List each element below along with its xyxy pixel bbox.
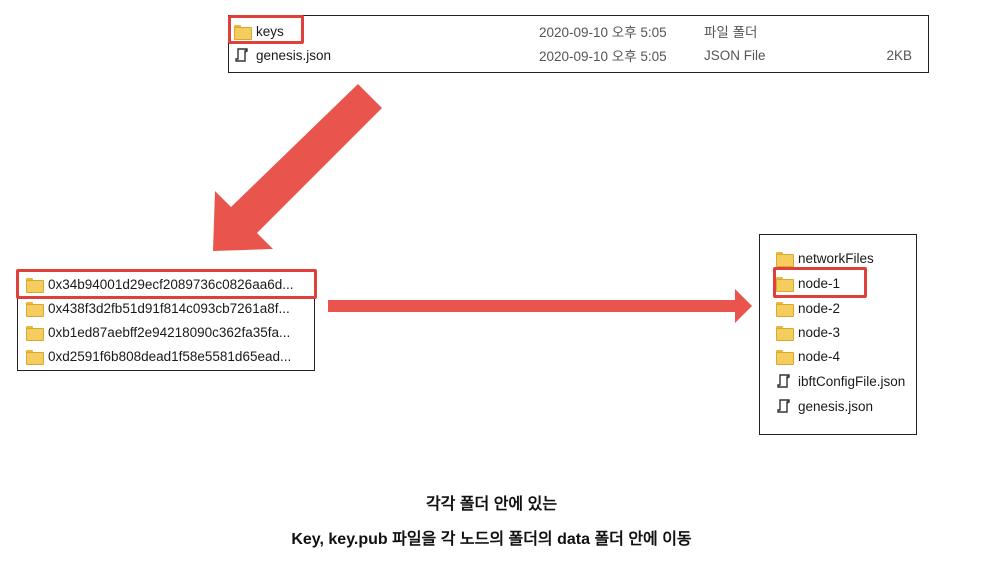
folder-row-key-4[interactable]: 0xd2591f6b808dead1f58e5581d65ead... bbox=[26, 345, 291, 367]
folder-icon bbox=[26, 349, 44, 365]
folder-name: node-1 bbox=[798, 275, 841, 291]
file-list-right: networkFiles node-1 node-2 node-3 node-4… bbox=[759, 234, 917, 435]
folder-icon bbox=[776, 349, 794, 365]
file-type: JSON File bbox=[704, 47, 766, 63]
folder-row-node-2[interactable]: node-2 bbox=[776, 297, 840, 319]
highlight-box-node-1 bbox=[773, 267, 867, 298]
json-file-icon bbox=[234, 47, 250, 63]
file-row-genesis-json[interactable]: genesis.json bbox=[776, 395, 873, 417]
folder-name: node-4 bbox=[798, 348, 841, 364]
file-name: genesis.json bbox=[256, 47, 332, 63]
folder-name: 0xd2591f6b808dead1f58e5581d65ead... bbox=[48, 348, 292, 364]
folder-icon bbox=[26, 277, 44, 293]
folder-name: node-3 bbox=[798, 324, 841, 340]
folder-icon bbox=[26, 325, 44, 341]
folder-name: 0xb1ed87aebff2e94218090c362fa35fa... bbox=[48, 324, 291, 340]
folder-row-node-1[interactable]: node-1 bbox=[776, 272, 840, 294]
folder-icon bbox=[234, 24, 252, 40]
folder-name: node-2 bbox=[798, 300, 841, 316]
file-name: ibftConfigFile.json bbox=[798, 373, 906, 389]
folder-name: 0x438f3d2fb51d91f814c093cb7261a8f... bbox=[48, 300, 290, 316]
arrow-diagonal-shape bbox=[213, 84, 382, 251]
folder-row-key-2[interactable]: 0x438f3d2fb51d91f814c093cb7261a8f... bbox=[26, 297, 290, 319]
file-name: genesis.json bbox=[798, 398, 874, 414]
file-row-genesis-json[interactable]: genesis.json 2020-09-10 오후 5:05 JSON Fil… bbox=[234, 44, 924, 66]
folder-name: networkFiles bbox=[798, 250, 874, 266]
folder-icon bbox=[26, 301, 44, 317]
file-size: 2KB bbox=[886, 47, 912, 63]
json-file-icon bbox=[776, 398, 792, 414]
folder-row-key-3[interactable]: 0xb1ed87aebff2e94218090c362fa35fa... bbox=[26, 321, 290, 343]
file-type: 파일 폴더 bbox=[704, 25, 758, 40]
file-row-keys[interactable]: keys 2020-09-10 오후 5:05 파일 폴더 bbox=[234, 20, 924, 42]
file-row-ibftconfigfile-json[interactable]: ibftConfigFile.json bbox=[776, 370, 905, 392]
folder-icon bbox=[776, 251, 794, 267]
json-file-icon bbox=[776, 373, 792, 389]
folder-row-node-4[interactable]: node-4 bbox=[776, 345, 840, 367]
file-date: 2020-09-10 오후 5:05 bbox=[539, 25, 667, 40]
arrow-right-shape bbox=[328, 289, 752, 323]
folder-icon bbox=[776, 276, 794, 292]
instruction-caption-line2: Key, key.pub 파일을 각 노드의 폴더의 data 폴더 안에 이동 bbox=[291, 531, 692, 548]
folder-icon bbox=[776, 301, 794, 317]
file-name: keys bbox=[256, 23, 284, 39]
folder-row-key-1[interactable]: 0x34b94001d29ecf2089736c0826aa6d... bbox=[26, 273, 293, 295]
folder-name: 0x34b94001d29ecf2089736c0826aa6d... bbox=[48, 276, 294, 292]
file-date: 2020-09-10 오후 5:05 bbox=[539, 49, 667, 64]
folder-icon bbox=[776, 325, 794, 341]
highlight-box-first-key-folder bbox=[16, 269, 317, 299]
file-list-left: 0x34b94001d29ecf2089736c0826aa6d... 0x43… bbox=[17, 270, 315, 371]
folder-row-node-3[interactable]: node-3 bbox=[776, 321, 840, 343]
folder-row-networkfiles[interactable]: networkFiles bbox=[776, 247, 874, 269]
highlight-box-keys bbox=[228, 15, 304, 44]
file-list-top: keys 2020-09-10 오후 5:05 파일 폴더 genesis.js… bbox=[228, 15, 929, 73]
instruction-caption-line1: 각각 폴더 안에 있는 bbox=[425, 496, 558, 513]
